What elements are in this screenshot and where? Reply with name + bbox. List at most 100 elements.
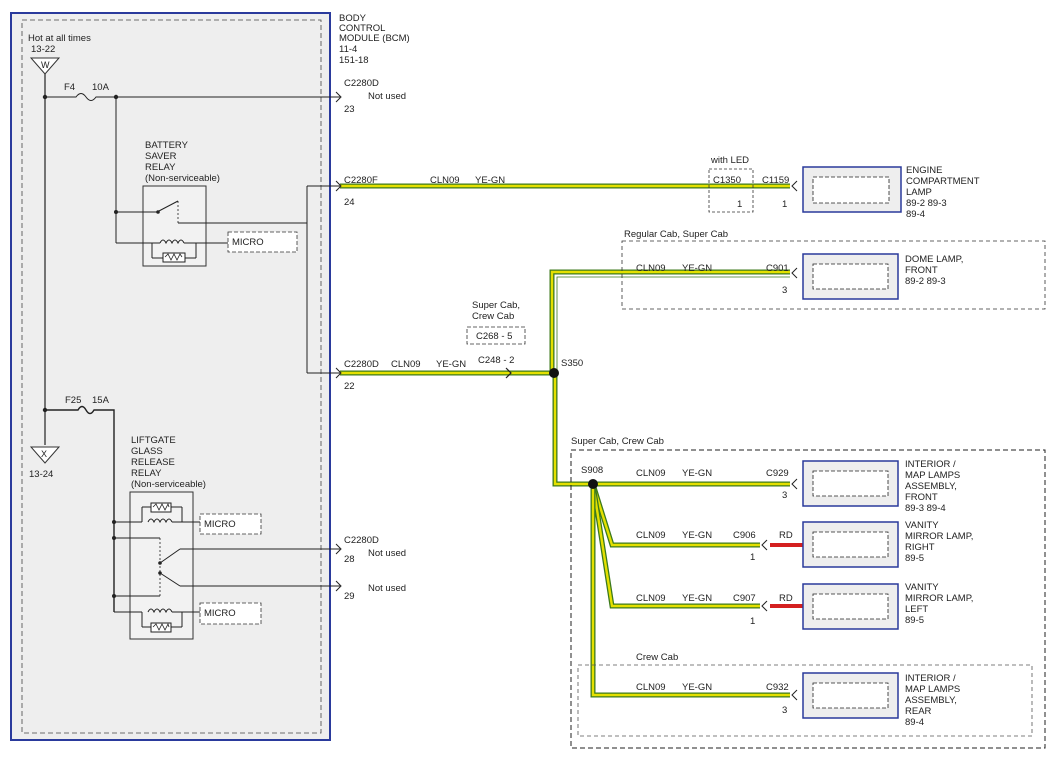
wire-color-label: YE-GN [475,175,505,186]
bcm-title: BODY CONTROL MODULE (BCM) 11-4 151-18 [339,13,410,66]
connector-arrow-icon [335,580,342,592]
c268-header: Super Cab, [472,300,520,311]
load-label-line: INTERIOR / [905,673,956,684]
relay-pivot [158,561,162,565]
circuit-label: CLN09 [391,359,421,370]
wire-color-label: YE-GN [682,263,712,274]
pin-number: 3 [782,705,787,716]
battery-saver-relay-label: BATTERY SAVER RELAY (Non-serviceable) [145,140,220,184]
relay-pivot [158,571,162,575]
fuse-f4-label: F4 [64,82,75,93]
load-label-line: DOME LAMP, [905,254,963,265]
fuse-f4-rating: 10A [92,82,110,93]
pin-number: 3 [782,285,787,296]
micro-label: MICRO [204,519,236,530]
load-label-line: INTERIOR / [905,459,956,470]
c1350-label: C1350 [713,175,741,186]
load-label-line: MIRROR LAMP, [905,593,973,604]
c1350-header: with LED [710,155,749,166]
load-label-line: MAP LAMPS [905,684,960,695]
fuse-f4-icon [45,93,340,101]
connector-c2280d-23: C2280D Not used 23 [335,78,406,115]
connector-c2280f-24: C2280F CLN09 YE-GN 24 [344,175,505,208]
coil-icon [147,608,173,614]
load-ref: 89-3 89-4 [905,503,946,514]
load-label-line: RIGHT [905,542,935,553]
bcm-ref: 151-18 [339,55,369,66]
connector-name: C2280F [344,175,378,186]
c248-label: C248 - 2 [478,355,514,366]
hot-ref: 13-22 [31,44,55,55]
micro-box-liftgate-top [199,513,262,535]
load-map-lamps-front: CLN09 YE-GN C929 3 INTERIOR / MAP LAMPS … [636,459,960,514]
load-vanity-mirror-left: CLN09 YE-GN C907 RD 1 VANITY MIRROR LAMP… [636,582,973,630]
connector-arrow-icon [791,267,798,279]
group-regular-super-label: Regular Cab, Super Cab [624,229,728,240]
fuse-f25-icon [45,405,115,612]
ground-x-ref: 13-24 [29,469,53,480]
load-label-line: LAMP [906,187,932,198]
load-ref: 89-2 89-3 [906,198,947,209]
pin-number: 3 [782,490,787,501]
micro-label: MICRO [204,608,236,619]
liftgate-relay-box [129,491,194,640]
fuse-f25-label: F25 [65,395,81,406]
relay-label-line: BATTERY [145,140,189,151]
connector-arrow-icon [335,367,342,379]
connector-name: C2280D [344,78,379,89]
micro-label: MICRO [232,237,264,248]
relay-contact [159,548,181,564]
relay-label-line: (Non-serviceable) [145,173,220,184]
load-label-line: ENGINE [906,165,942,176]
connector-arrow-icon [791,180,798,192]
wire-color-label: YE-GN [682,468,712,479]
circuit-label: CLN09 [636,468,666,479]
circuit-label: CLN09 [636,682,666,693]
pin-number: 29 [344,591,355,602]
connector-arrow-icon [791,689,798,701]
not-used-label: Not used [368,548,406,559]
connector-arrow-icon [335,543,342,555]
load-label-line: MAP LAMPS [905,470,960,481]
wire-color-label: RD [779,530,793,541]
relay-label-line: RELAY [131,468,162,479]
pin-number: 22 [344,381,355,392]
not-used-label: Not used [368,583,406,594]
ground-w-icon: W [29,57,61,75]
splice-s908-label: S908 [581,465,603,476]
c1159-label: C1159 [762,175,789,186]
load-map-lamps-rear: CLN09 YE-GN C932 3 INTERIOR / MAP LAMPS … [636,672,960,728]
yellow-green-wires [340,183,790,698]
connector-c2280d-28: C2280D Not used 28 [335,535,406,565]
connector-arrow-icon [335,180,342,192]
micro-box-top [227,231,298,253]
connector-name: C901 [766,263,789,274]
pin-number: 1 [782,199,787,210]
pin-number: 1 [750,552,755,563]
load-label-line: FRONT [905,265,938,276]
pin-number: 1 [750,616,755,627]
relay-label-line: RELEASE [131,457,175,468]
wire-color-label: YE-GN [682,530,712,541]
splice-s350-icon [549,368,559,378]
relay-contact [159,572,181,587]
load-label-line: REAR [905,706,932,717]
load-ref: 89-5 [905,615,924,626]
connector-c2280d-29: Not used 29 [335,580,406,602]
connector-name: C907 [733,593,756,604]
coil-icon [147,518,173,524]
group-crew-box [577,664,1033,737]
load-ref: 89-4 [906,209,925,220]
connector-c2280d-22: C2280D CLN09 YE-GN 22 [344,359,466,392]
hot-at-all-times-label: Hot at all times [28,33,91,44]
connector-name: C2280D [344,535,379,546]
load-label-line: ASSEMBLY, [905,481,957,492]
connector-name: C929 [766,468,789,479]
c1350-box [708,168,754,213]
load-label-line: COMPARTMENT [906,176,980,187]
relay-label-line: RELAY [145,162,176,173]
load-dome-lamp-front: CLN09 YE-GN C901 3 DOME LAMP, FRONT 89-2… [636,253,963,300]
load-vanity-mirror-right: CLN09 YE-GN C906 RD 1 VANITY MIRROR LAMP… [636,520,973,568]
liftgate-relay-label: LIFTGATE GLASS RELEASE RELAY (Non-servic… [131,435,206,490]
